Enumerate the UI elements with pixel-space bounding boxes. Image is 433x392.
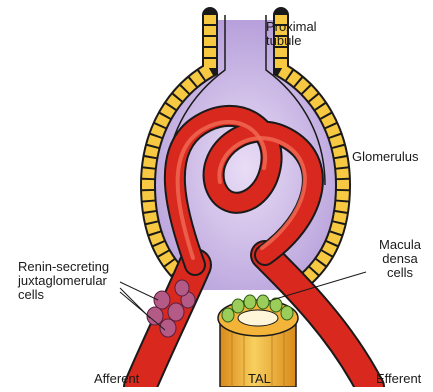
label-afferent: Afferent bbox=[94, 372, 139, 386]
label-proximal-tubule: Proximal tubule bbox=[266, 20, 317, 48]
tal-lumen bbox=[238, 310, 278, 326]
label-tal: TAL bbox=[248, 372, 271, 386]
label-efferent: Efferent bbox=[376, 372, 421, 386]
label-renin-secreting-cells: Renin-secreting juxtaglomerular cells bbox=[18, 260, 109, 302]
label-macula-densa: Macula densa cells bbox=[372, 238, 428, 280]
label-glomerulus: Glomerulus bbox=[352, 150, 418, 164]
